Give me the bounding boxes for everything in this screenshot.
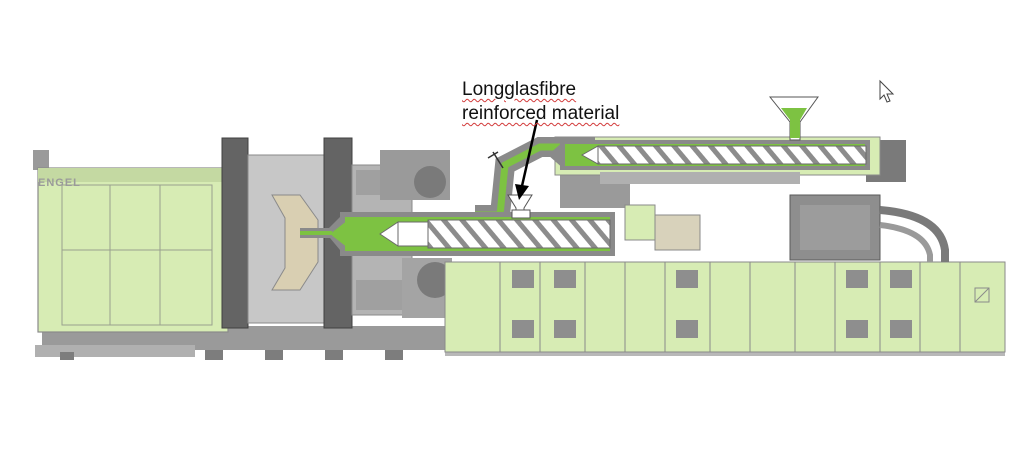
drive-motor xyxy=(789,140,949,262)
hopper-icon xyxy=(768,96,819,141)
pipe-valve xyxy=(487,151,504,169)
lower-screw xyxy=(379,219,611,249)
annotation-line-2-text: reinforced material xyxy=(462,103,620,124)
brand-logo: ENGEL xyxy=(38,177,81,189)
injection-unit-cabinet xyxy=(444,261,1006,353)
nozzle xyxy=(300,228,332,238)
fibre-feeder-icon xyxy=(507,194,533,219)
annotation-label: Longglasfibre reinforced material xyxy=(462,78,619,126)
clamp-unit-cabinet xyxy=(33,150,229,333)
mouse-pointer-icon xyxy=(879,79,895,103)
drive-machinery xyxy=(380,150,701,318)
upper-screw xyxy=(580,145,867,165)
annotation-arrow xyxy=(515,119,539,200)
annotation-line-2: reinforced material xyxy=(462,102,619,126)
annotation-line-1: Longglasfibre xyxy=(462,79,577,100)
